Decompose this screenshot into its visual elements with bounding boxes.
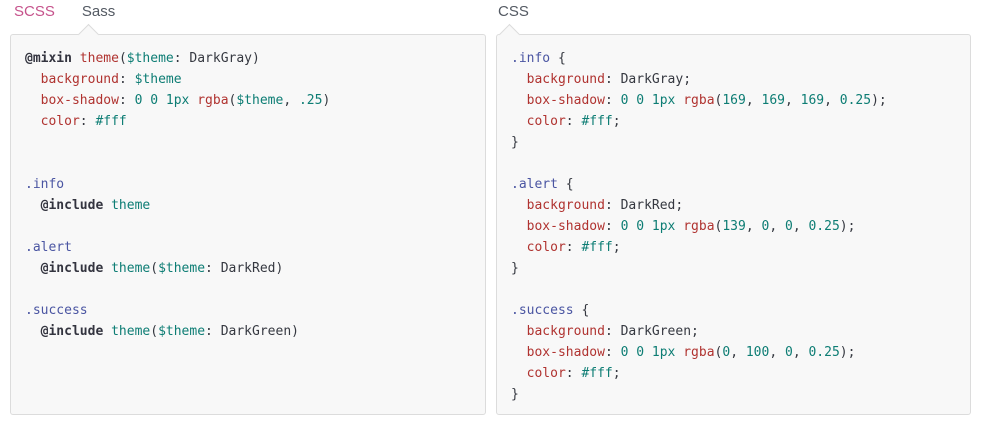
code-line bbox=[25, 132, 471, 153]
tab-sass[interactable]: Sass bbox=[81, 3, 116, 20]
code-line: } bbox=[511, 135, 519, 150]
code-line: .alert { bbox=[511, 177, 574, 192]
code-line: } bbox=[511, 387, 519, 402]
code-line: background: DarkRed; bbox=[526, 198, 684, 213]
code-line bbox=[25, 153, 471, 174]
code-line: box-shadow: 0 0 1px rgba($theme, .25) bbox=[40, 93, 331, 108]
code-line: color: #fff; bbox=[526, 366, 621, 381]
sass-code: @mixin theme($theme: DarkGray) backgroun… bbox=[11, 35, 485, 355]
code-line: color: #fff; bbox=[526, 114, 621, 129]
code-line: .info { bbox=[511, 51, 566, 66]
code-line: color: #fff; bbox=[526, 240, 621, 255]
code-line: .success bbox=[25, 303, 88, 318]
syntax-tabbar: SCSS Sass bbox=[14, 3, 115, 21]
code-line bbox=[25, 279, 471, 300]
css-code: .info { background: DarkGray; box-shadow… bbox=[497, 35, 970, 418]
code-line: .alert bbox=[25, 240, 72, 255]
code-line: box-shadow: 0 0 1px rgba(0, 100, 0, 0.25… bbox=[526, 345, 856, 360]
code-line: @include theme($theme: DarkGreen) bbox=[40, 324, 299, 339]
css-code-panel: .info { background: DarkGray; box-shadow… bbox=[496, 23, 971, 418]
code-line: @include theme($theme: DarkRed) bbox=[40, 261, 284, 276]
css-tabbar: CSS bbox=[498, 3, 529, 21]
code-line: @include theme bbox=[40, 198, 151, 213]
code-line: } bbox=[511, 261, 519, 276]
sass-code-panel: @mixin theme($theme: DarkGray) backgroun… bbox=[10, 23, 486, 415]
code-line: color: #fff bbox=[40, 114, 127, 129]
tab-scss[interactable]: SCSS bbox=[14, 3, 55, 20]
code-line bbox=[25, 216, 471, 237]
code-line: .info bbox=[25, 177, 65, 192]
code-line: box-shadow: 0 0 1px rgba(169, 169, 169, … bbox=[526, 93, 887, 108]
code-line bbox=[511, 153, 956, 174]
code-line: background: DarkGray; bbox=[526, 72, 692, 87]
code-line: background: DarkGreen; bbox=[526, 324, 699, 339]
code-line bbox=[511, 279, 956, 300]
code-line: background: $theme bbox=[40, 72, 182, 87]
code-line: box-shadow: 0 0 1px rgba(139, 0, 0, 0.25… bbox=[526, 219, 856, 234]
tab-css: CSS bbox=[498, 3, 529, 20]
code-line: @mixin theme($theme: DarkGray) bbox=[25, 51, 260, 66]
code-line: .success { bbox=[511, 303, 590, 318]
